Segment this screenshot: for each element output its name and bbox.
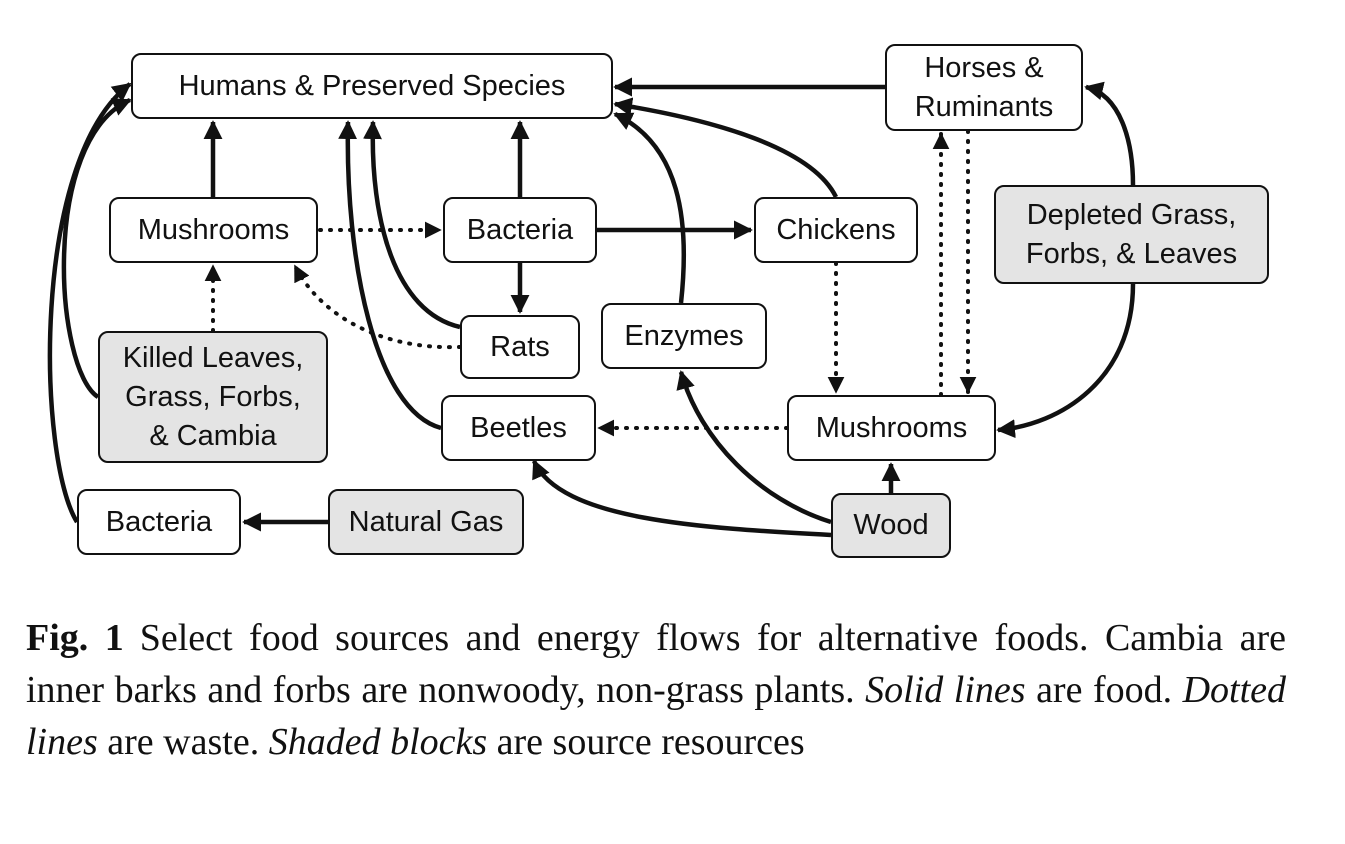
node-enzymes: Enzymes [601, 303, 767, 369]
caption-italic-dotted: Dotted lines [26, 669, 1287, 763]
edge-wood-to-enzymes [676, 370, 832, 525]
node-depleted-grass: Depleted Grass, Forbs, & Leaves [994, 185, 1269, 284]
node-mushrooms-right: Mushrooms [787, 395, 996, 461]
edge-enzymes-to-humans [613, 111, 687, 304]
edge-beetles-to-humans [338, 120, 442, 431]
node-horses-ruminants: Horses & Ruminants [885, 44, 1083, 131]
edge-wood-to-beetles [531, 459, 832, 538]
node-wood: Wood [831, 493, 951, 558]
edge-rats-to-mushrooms-left [293, 264, 462, 350]
edge-depleted-to-horses [1084, 81, 1136, 186]
edge-rats-to-humans [363, 120, 461, 330]
node-natural-gas: Natural Gas [328, 489, 524, 555]
food-flow-diagram: Humans & Preserved Species Horses & Rumi… [47, 44, 1269, 558]
caption-label: Fig. 1 [26, 617, 124, 659]
edge-chickens-to-humans [613, 97, 839, 198]
caption-text-2: are food. [1036, 669, 1173, 711]
caption-italic-solid: Solid lines [865, 669, 1026, 711]
node-bacteria-top: Bacteria [443, 197, 597, 263]
node-humans-preserved-species: Humans & Preserved Species [131, 53, 613, 119]
edge-killed-to-humans [61, 97, 132, 399]
caption-text-3: are waste. [107, 721, 260, 763]
edge-bacteria-bottom-to-humans [47, 82, 132, 524]
node-mushrooms-left: Mushrooms [109, 197, 318, 263]
node-bacteria-bottom: Bacteria [77, 489, 241, 555]
caption-text-1: Select food sources and energy flows for… [26, 617, 1286, 711]
node-beetles: Beetles [441, 395, 596, 461]
node-killed-leaves: Killed Leaves, Grass, Forbs, & Cambia [98, 331, 328, 463]
edge-depleted-to-mushrooms-right [996, 283, 1136, 439]
caption-italic-shaded: Shaded blocks [268, 721, 488, 763]
node-chickens: Chickens [754, 197, 918, 263]
node-rats: Rats [460, 315, 580, 379]
edge-layer [47, 77, 1136, 538]
caption-text-4: are source resources [496, 721, 805, 763]
